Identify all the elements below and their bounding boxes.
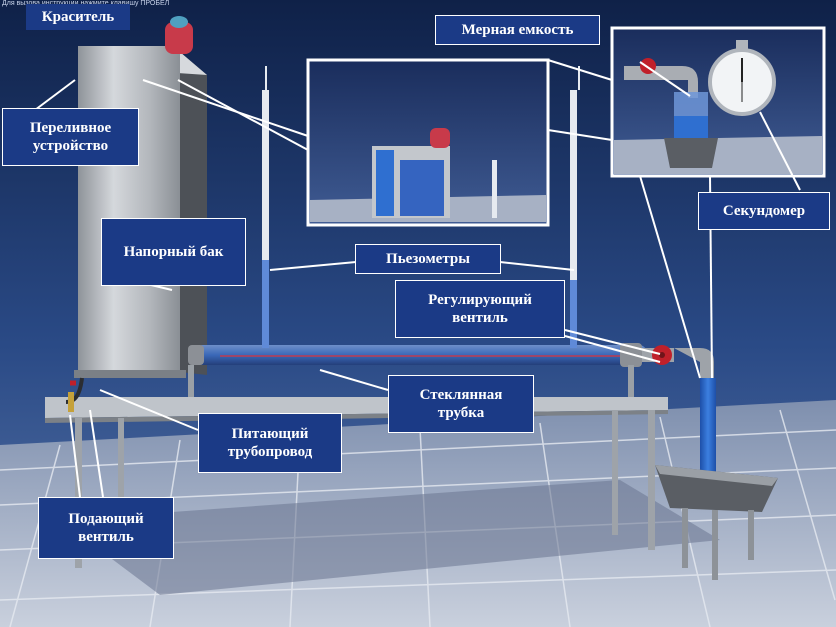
basin-legs — [682, 508, 754, 580]
control-valve-graphic — [642, 345, 714, 380]
table-legs — [75, 410, 655, 568]
head-tank — [78, 46, 180, 373]
label-feed-valve: Подающий вентиль — [38, 497, 174, 559]
label-head-tank: Напорный бак — [101, 218, 246, 286]
label-stopwatch: Секундомер — [698, 192, 830, 230]
label-glass-tube: Стеклянная трубка — [388, 375, 534, 433]
outflow-stream — [700, 378, 716, 488]
table-shadow — [60, 480, 720, 595]
instruction-hint: Для вызова инструкции нажмите клавишу ПР… — [2, 0, 170, 7]
tube-end-left — [188, 345, 204, 365]
drain-basin-rim — [655, 465, 778, 486]
label-measuring-tank: Мерная емкость — [435, 15, 600, 45]
label-supply-pipe: Питающий трубопровод — [198, 413, 342, 473]
callout-lines — [34, 59, 801, 498]
dye-reservoir — [165, 22, 193, 54]
dye-reservoir-top — [170, 16, 188, 28]
tank-closeup-inset — [306, 58, 550, 227]
label-overflow-device: Переливное устройство — [2, 108, 139, 166]
tank-side — [180, 52, 207, 375]
feed-valve-body — [68, 392, 74, 412]
label-control-valve: Регулирующий вентиль — [395, 280, 565, 338]
label-piezometers: Пьезометры — [355, 244, 501, 274]
label-dye: Краситель — [26, 4, 130, 30]
measure-closeup-inset — [610, 26, 826, 178]
tube-supports — [188, 365, 634, 397]
tank-base — [74, 370, 186, 378]
